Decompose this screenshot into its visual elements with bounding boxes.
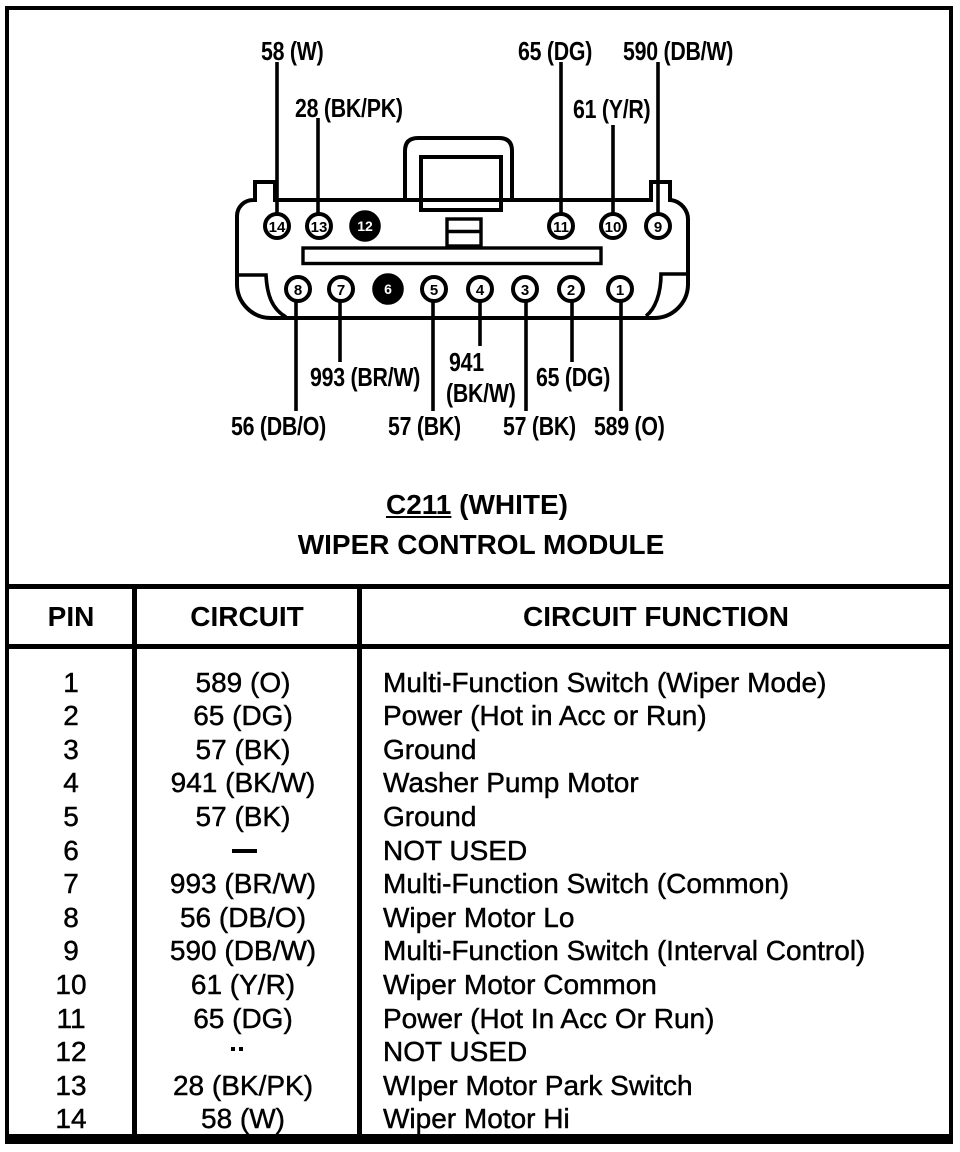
svg-text:13: 13 xyxy=(311,219,328,236)
svg-text:8: 8 xyxy=(294,282,302,299)
svg-text:14: 14 xyxy=(269,219,286,236)
svg-text:7: 7 xyxy=(337,282,345,299)
svg-text:1: 1 xyxy=(616,282,624,299)
svg-text:6: 6 xyxy=(384,281,392,297)
svg-text:10: 10 xyxy=(605,219,622,236)
svg-text:11: 11 xyxy=(553,219,569,236)
svg-text:2: 2 xyxy=(567,282,575,299)
svg-text:12: 12 xyxy=(357,218,373,234)
svg-text:4: 4 xyxy=(476,282,485,299)
svg-text:5: 5 xyxy=(430,282,438,299)
svg-text:9: 9 xyxy=(654,219,662,236)
svg-text:3: 3 xyxy=(521,282,529,299)
